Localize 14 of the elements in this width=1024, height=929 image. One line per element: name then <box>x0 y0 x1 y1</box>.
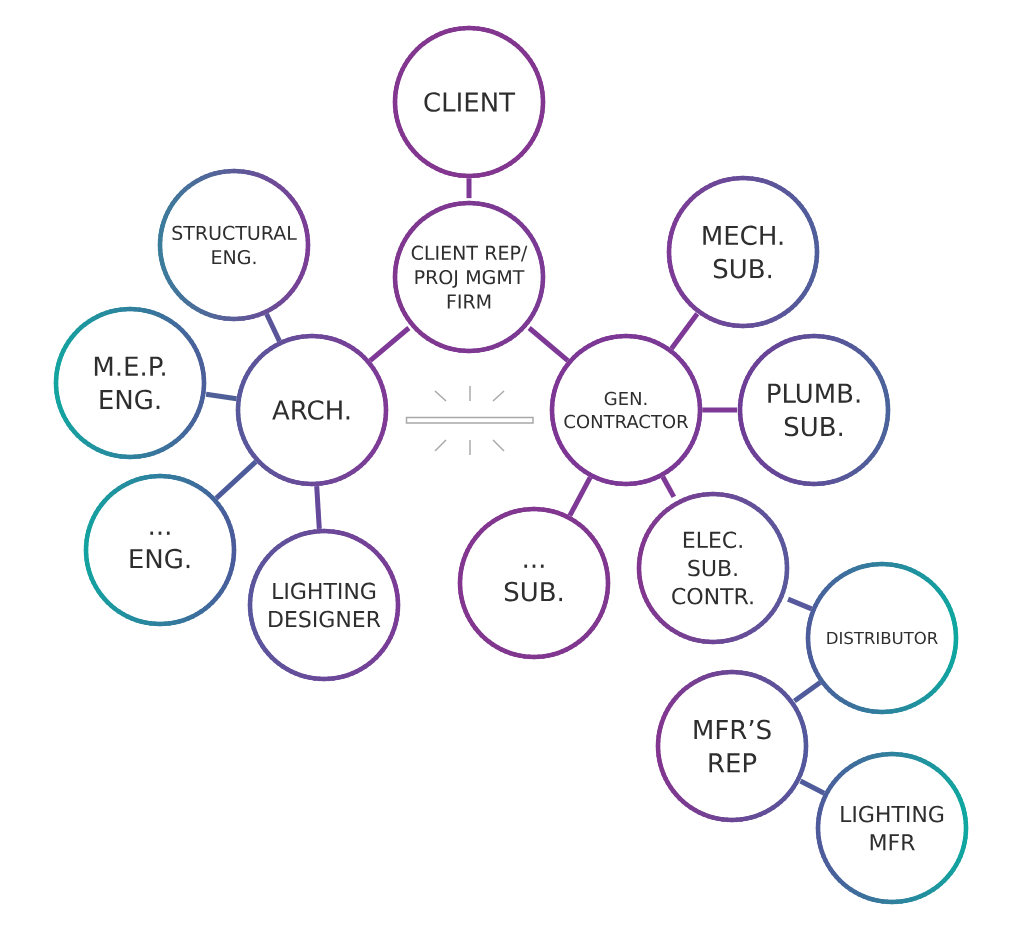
connector-line <box>799 778 826 796</box>
connector-line <box>669 312 700 351</box>
connector-line <box>787 596 813 612</box>
connector-line <box>466 178 472 199</box>
connector-line <box>264 312 282 343</box>
connector-line <box>793 680 822 704</box>
connector-line <box>314 485 322 530</box>
connector-line <box>368 326 411 363</box>
connector-line <box>567 476 593 517</box>
connector-line <box>702 407 738 413</box>
connector-line <box>214 459 258 501</box>
connector-line <box>205 391 237 402</box>
connector-line <box>527 326 570 363</box>
connector-line <box>660 475 677 499</box>
